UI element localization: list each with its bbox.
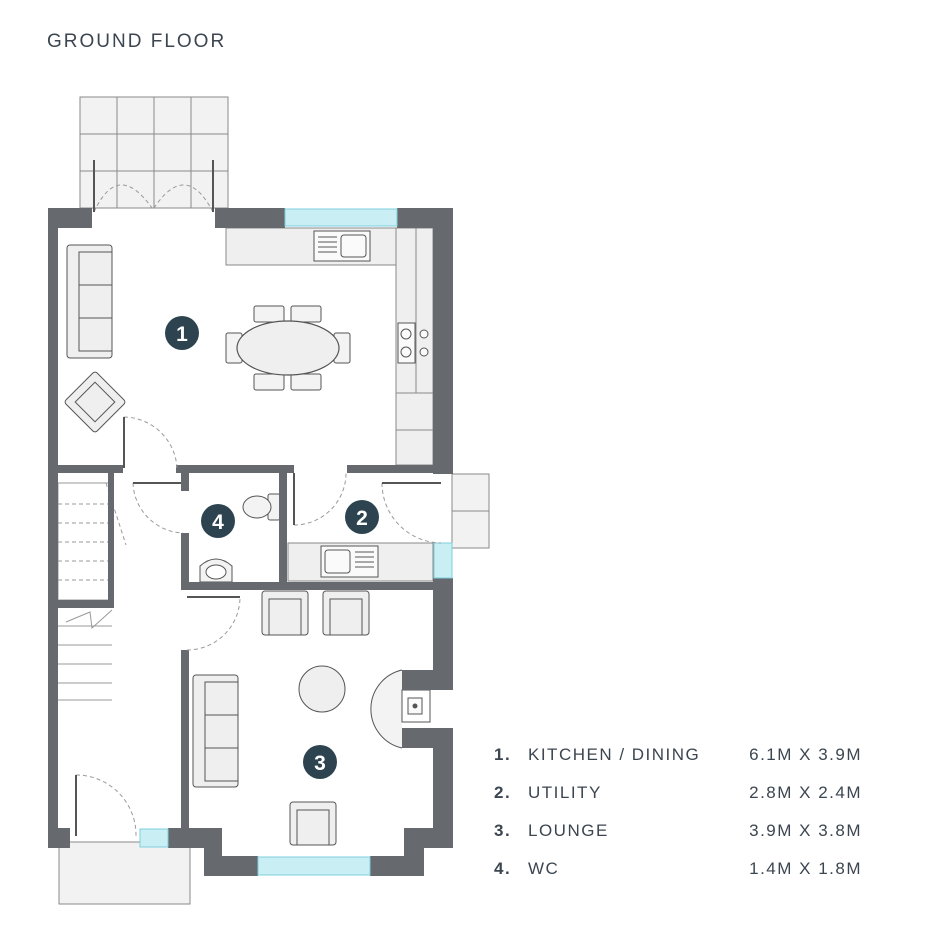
side-step-tiles	[451, 473, 490, 549]
lounge-armchairs	[261, 590, 370, 846]
dining-chairs	[225, 305, 351, 391]
lounge-sofa	[192, 674, 239, 788]
legend-room-size: 3.9M X 3.8M	[749, 821, 862, 840]
legend-row-utility: 2. UTILITY 2.8M X 2.4M	[494, 783, 874, 821]
page-title: GROUND FLOOR	[47, 31, 227, 52]
svg-text:1: 1	[176, 323, 188, 346]
legend-row-lounge: 3. LOUNGE 3.9M X 3.8M	[494, 821, 874, 859]
front-step	[58, 841, 191, 905]
legend-number: 2.	[494, 783, 512, 802]
legend-room-size: 2.8M X 2.4M	[749, 783, 862, 802]
hob	[397, 322, 429, 364]
windows	[139, 208, 453, 876]
kitchen-sofa	[66, 244, 113, 359]
legend-number: 1.	[494, 745, 512, 764]
legend-row-kitchen-dining: 1. KITCHEN / DINING 6.1M X 3.9M	[494, 745, 874, 783]
dining-table	[236, 320, 340, 376]
coffee-table	[298, 665, 346, 713]
legend-room-size: 6.1M X 3.9M	[749, 745, 862, 764]
svg-text:4: 4	[212, 511, 224, 534]
staircase	[57, 482, 127, 701]
kitchen-sink	[313, 230, 371, 262]
room-badge-2: 2	[345, 500, 379, 534]
door-leaves	[75, 160, 441, 836]
room-legend: 1. KITCHEN / DINING 6.1M X 3.9M 2. UTILI…	[494, 745, 874, 897]
svg-text:3: 3	[314, 752, 326, 775]
legend-room-name: LOUNGE	[528, 821, 609, 840]
legend-room-name: WC	[528, 859, 560, 878]
legend-number: 3.	[494, 821, 512, 840]
room-badge-4: 4	[201, 504, 235, 538]
legend-number: 4.	[494, 859, 512, 878]
room-badge-3: 3	[303, 745, 337, 779]
kitchen-armchair	[64, 371, 126, 433]
patio-tiles	[79, 96, 229, 209]
svg-text:2: 2	[356, 507, 368, 530]
doors	[75, 184, 442, 837]
walls	[48, 208, 453, 876]
room-badge-1: 1	[165, 316, 199, 350]
legend-room-size: 1.4M X 1.8M	[749, 859, 862, 878]
legend-room-name: UTILITY	[528, 783, 602, 802]
fireplace	[370, 669, 431, 749]
utility-sink	[320, 545, 379, 578]
legend-row-wc: 4. WC 1.4M X 1.8M	[494, 859, 874, 897]
legend-room-name: KITCHEN / DINING	[528, 745, 701, 764]
wash-basin	[199, 558, 233, 583]
toilet	[242, 493, 281, 521]
